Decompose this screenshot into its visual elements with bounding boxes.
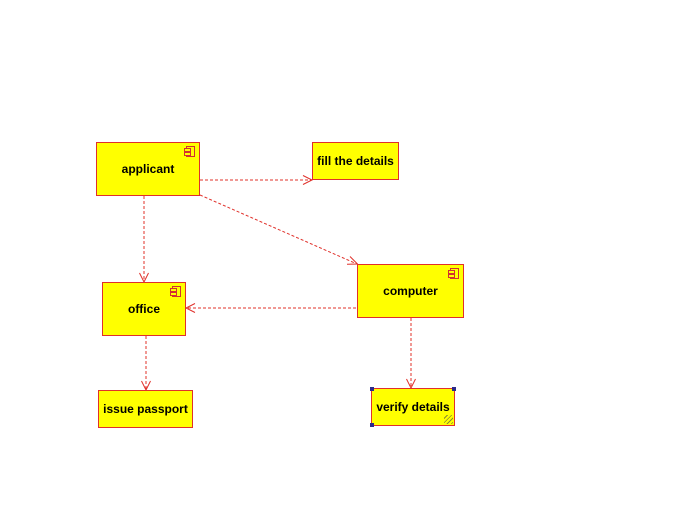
edge-applicant-computer[interactable] bbox=[199, 194, 359, 265]
resize-grip-icon[interactable] bbox=[444, 415, 453, 424]
component-icon bbox=[448, 268, 459, 279]
selection-handle-bottom-left[interactable] bbox=[370, 423, 374, 427]
selection-handle-top-right[interactable] bbox=[452, 387, 456, 391]
component-icon bbox=[184, 146, 195, 157]
node-verify-details[interactable]: verify details bbox=[370, 387, 456, 427]
edge-computer-verify-details[interactable] bbox=[406, 318, 416, 390]
node-label: verify details bbox=[376, 400, 450, 414]
node-label: office bbox=[127, 302, 160, 316]
edge-office-issue-passport[interactable] bbox=[141, 336, 151, 392]
edge-computer-office[interactable] bbox=[184, 303, 356, 313]
node-issue-passport[interactable]: issue passport bbox=[98, 390, 193, 428]
node-label: applicant bbox=[121, 162, 175, 176]
node-label: fill the details bbox=[317, 154, 394, 168]
node-label: issue passport bbox=[103, 402, 188, 416]
edge-applicant-fill-details[interactable] bbox=[200, 175, 314, 185]
node-applicant[interactable]: applicant bbox=[96, 142, 200, 196]
node-label: computer bbox=[383, 284, 438, 298]
node-office[interactable]: office bbox=[102, 282, 186, 336]
node-fill-the-details[interactable]: fill the details bbox=[312, 142, 399, 180]
component-icon bbox=[170, 286, 181, 297]
node-computer[interactable]: computer bbox=[357, 264, 464, 318]
selection-handle-top-left[interactable] bbox=[370, 387, 374, 391]
edge-applicant-office[interactable] bbox=[139, 196, 149, 284]
